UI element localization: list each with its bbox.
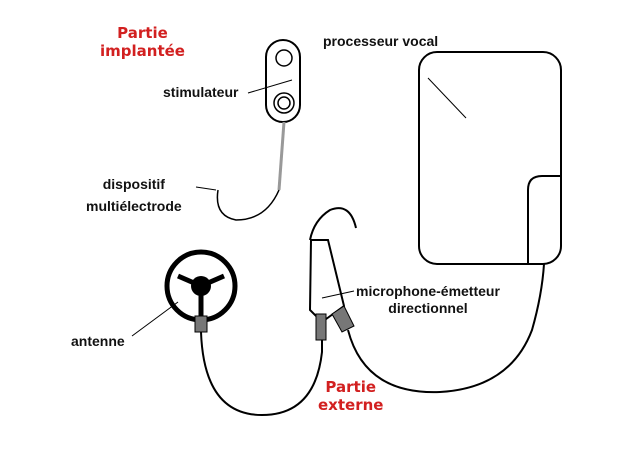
- label-processeur-vocal: processeur vocal: [323, 33, 439, 49]
- leader-dispositif: [195, 186, 217, 191]
- electrode-lead: [277, 121, 286, 191]
- label-antenne: antenne: [71, 333, 125, 349]
- microphone-emitter: [308, 207, 357, 341]
- label-microphone-emetteur: microphone-émetteur directionnel: [356, 283, 500, 316]
- stimulator: [265, 39, 301, 123]
- processor-cable: [347, 263, 545, 394]
- antenna-cable: [200, 330, 323, 417]
- leader-stimulateur: [247, 79, 293, 94]
- leader-processeur: [427, 77, 467, 119]
- label-stimulateur: stimulateur: [163, 84, 239, 100]
- leader-microphone: [321, 290, 355, 299]
- label-dispositif-multielectrode: dispositif multiélectrode: [86, 176, 182, 214]
- speech-processor: [418, 51, 562, 265]
- label-partie-implantee: Partie implantée: [100, 24, 185, 60]
- label-partie-externe: Partie externe: [318, 378, 384, 414]
- leader-antenne: [131, 301, 179, 337]
- electrode-array: [216, 189, 280, 221]
- antenna-coil: [164, 249, 238, 333]
